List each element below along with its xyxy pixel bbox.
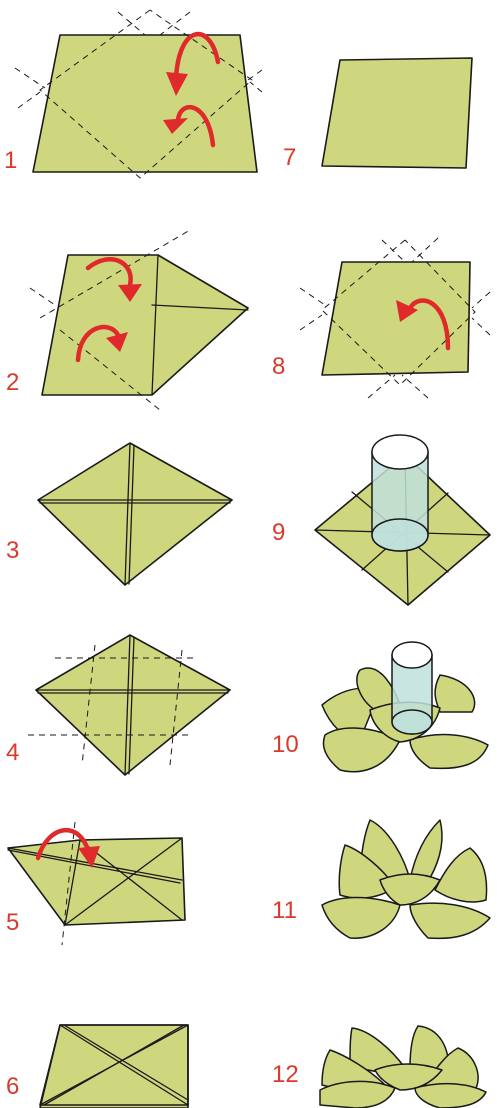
step-2: 2 [6,229,249,411]
step-number: 6 [6,1073,19,1100]
step-1: 1 [4,9,263,179]
step-number: 2 [6,369,19,396]
step-number: 9 [272,519,285,546]
step-number: 8 [272,353,285,380]
fold-arrow [85,257,142,302]
fold-guide-lines [28,644,195,766]
step-number: 5 [6,909,19,936]
step-9: 9 [272,434,491,606]
step-12: 12 [272,1025,487,1108]
drinking-glass [391,641,433,735]
step-6: 6 [6,1024,189,1108]
step-11: 11 [272,819,491,940]
step-3: 3 [6,442,233,586]
step-number: 4 [6,739,19,766]
step-4: 4 [6,634,231,776]
step-number: 7 [283,144,296,171]
fold-guide-lines [299,237,491,399]
step-5: 5 [6,821,186,946]
step-number: 3 [6,537,19,564]
step-number: 12 [272,1061,299,1088]
fold-guide-lines [29,229,191,411]
step-number: 1 [4,147,17,174]
fold-arrow [75,324,128,363]
fold-guide-lines [14,9,263,179]
drinking-glass [371,434,429,552]
step-8: 8 [272,237,491,399]
step-number: 10 [272,731,299,758]
fold-arrow [163,104,216,148]
fold-arrow [396,298,451,351]
fold-guide-lines [61,821,76,946]
fold-arrow [166,31,221,96]
fold-arrow [35,828,100,868]
step-10: 10 [272,641,489,773]
step-number: 11 [272,897,297,924]
step-7: 7 [283,57,473,171]
